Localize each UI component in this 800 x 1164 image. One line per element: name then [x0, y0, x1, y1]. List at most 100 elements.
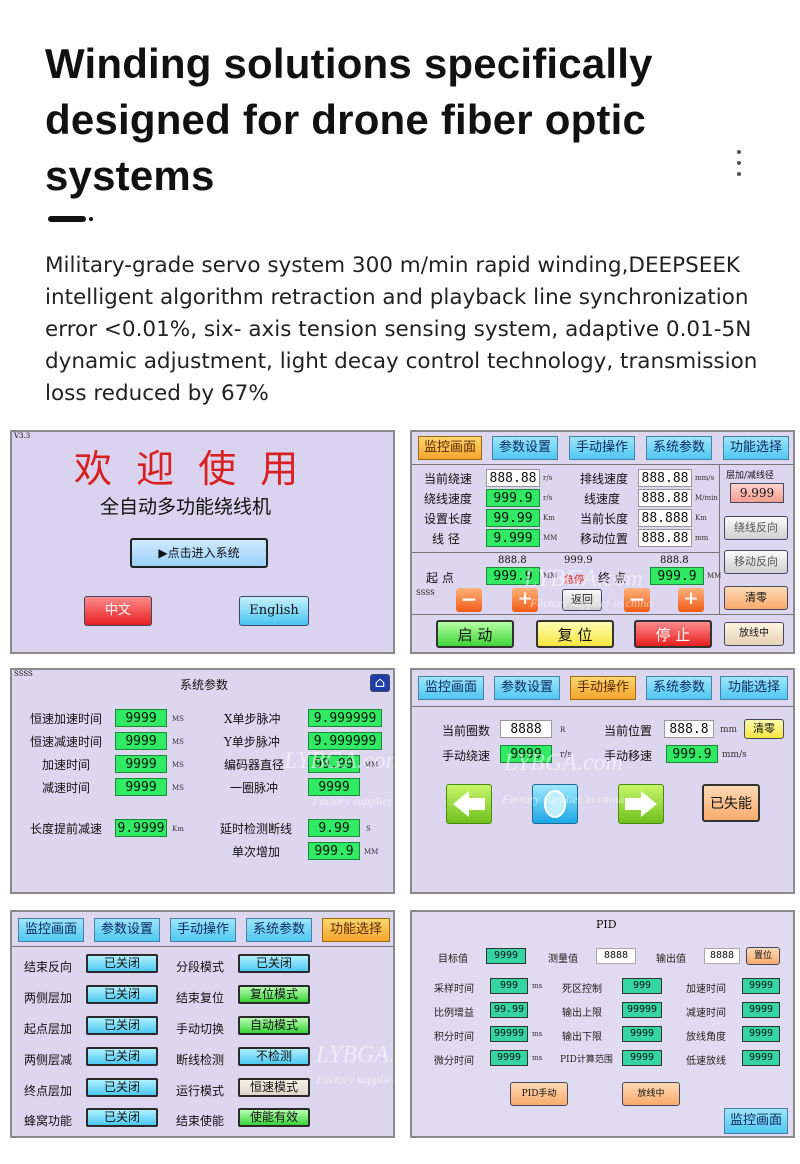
toggle-end-enable[interactable]: 使能有效: [238, 1108, 310, 1127]
input-manual-move-speed[interactable]: 999.9: [666, 745, 718, 763]
reverse-winding-button[interactable]: 绕线反向: [724, 516, 788, 540]
tab-manual[interactable]: 手动操作: [570, 676, 636, 700]
releasing-button[interactable]: 放线中: [622, 1082, 680, 1106]
toggle-both-layer-sub[interactable]: 已关闭: [86, 1047, 158, 1066]
watermark-tagline: Factory supplier in china: [312, 794, 393, 808]
input-release-angle[interactable]: 9999: [742, 1026, 780, 1042]
divider: [412, 614, 793, 615]
tab-function[interactable]: 功能选择: [322, 918, 390, 942]
tab-params[interactable]: 参数设置: [94, 918, 160, 942]
input-output-lower[interactable]: 9999: [622, 1026, 662, 1042]
tab-function[interactable]: 功能选择: [720, 676, 788, 700]
toggle-run-mode[interactable]: 恒速模式: [238, 1078, 310, 1097]
unit: MM: [543, 534, 558, 542]
start-minus-button[interactable]: −: [456, 588, 482, 612]
tab-monitor[interactable]: 监控画面: [418, 436, 482, 460]
input-y-step-pulse[interactable]: 9.999999: [308, 732, 382, 750]
input-low-speed-release[interactable]: 9999: [742, 1050, 780, 1066]
tab-system[interactable]: 系统参数: [246, 918, 312, 942]
stop-button[interactable]: 停 止: [634, 620, 712, 648]
input-integral-time[interactable]: 99999: [490, 1026, 528, 1042]
layer-diameter-value[interactable]: 9.999: [730, 483, 784, 503]
toggle-manual-switch[interactable]: 自动模式: [238, 1016, 310, 1035]
start-plus-button[interactable]: +: [512, 588, 538, 612]
toggle-end-layer-add[interactable]: 已关闭: [86, 1078, 158, 1097]
input-x-step-pulse[interactable]: 9.999999: [308, 709, 382, 727]
label-accel-time: 加速时间: [42, 758, 91, 772]
input-derivative-time[interactable]: 9999: [490, 1050, 528, 1066]
input-encoder-diameter[interactable]: 99.99: [308, 755, 360, 773]
disabled-status-button[interactable]: 已失能: [702, 784, 760, 822]
move-left-button[interactable]: [446, 784, 492, 824]
input-target-value[interactable]: 9999: [486, 948, 526, 964]
input-end-point[interactable]: 999.9: [650, 567, 704, 585]
input-wire-diameter[interactable]: 9.999: [486, 529, 540, 547]
clear-button[interactable]: 清零: [744, 719, 784, 739]
toggle-segment-mode[interactable]: 已关闭: [238, 954, 310, 973]
toggle-start-layer-add[interactable]: 已关闭: [86, 1016, 158, 1035]
emergency-stop-label: 急停: [564, 575, 584, 586]
pid-manual-button[interactable]: PID手动: [510, 1082, 568, 1106]
end-minus-button[interactable]: −: [624, 588, 650, 612]
toggle-honeycomb[interactable]: 已关闭: [86, 1108, 158, 1127]
tab-monitor[interactable]: 监控画面: [418, 676, 484, 700]
input-accel-time[interactable]: 9999: [115, 755, 167, 773]
input-winding-speed[interactable]: 999.9: [486, 489, 540, 507]
input-single-increment[interactable]: 999.9: [308, 842, 360, 860]
home-icon[interactable]: ⌂: [370, 674, 390, 692]
label-delay-break-detect: 延时检测断线: [220, 822, 293, 836]
input-decel-time[interactable]: 9999: [115, 778, 167, 796]
label-single-increment: 单次增加: [232, 845, 281, 859]
tab-system[interactable]: 系统参数: [646, 676, 712, 700]
monitor-screen: 监控画面 参数设置 手动操作 系统参数 功能选择 当前绕速 888.88 r/s…: [410, 430, 795, 654]
label-both-layer-add: 两侧层加: [24, 991, 73, 1005]
input-output-upper[interactable]: 99999: [622, 1002, 662, 1018]
toggle-end-reset[interactable]: 复位模式: [238, 985, 310, 1004]
start-button[interactable]: 启 动: [436, 620, 514, 648]
input-start-point[interactable]: 999.9: [486, 567, 540, 585]
input-pid-range[interactable]: 9999: [622, 1050, 662, 1066]
input-manual-wind-speed[interactable]: 9999: [500, 745, 552, 763]
reverse-move-button[interactable]: 移动反向: [724, 550, 788, 574]
tab-params[interactable]: 参数设置: [494, 676, 560, 700]
input-sample-time[interactable]: 999: [490, 978, 528, 994]
tab-manual[interactable]: 手动操作: [170, 918, 236, 942]
input-const-decel-time[interactable]: 9999: [115, 732, 167, 750]
unit: MS: [172, 761, 184, 769]
tab-manual[interactable]: 手动操作: [569, 436, 635, 460]
english-language-button[interactable]: English: [239, 596, 309, 626]
version-label: V3.3: [14, 432, 31, 440]
label-output-lower: 输出下限: [562, 1032, 602, 1043]
input-length-early-decel[interactable]: 9.9999: [115, 819, 167, 837]
end-plus-button[interactable]: +: [678, 588, 704, 612]
input-deadband[interactable]: 999: [622, 978, 662, 994]
label-proportional-gain: 比例增益: [434, 1008, 474, 1019]
toggle-end-reverse[interactable]: 已关闭: [86, 954, 158, 973]
tab-system[interactable]: 系统参数: [646, 436, 712, 460]
input-decel-time[interactable]: 9999: [742, 1002, 780, 1018]
more-options-icon[interactable]: [731, 150, 747, 184]
back-button[interactable]: 返回: [562, 589, 602, 611]
input-const-accel-time[interactable]: 9999: [115, 709, 167, 727]
input-accel-time[interactable]: 9999: [742, 978, 780, 994]
toggle-break-detect[interactable]: 不检测: [238, 1047, 310, 1066]
input-set-length[interactable]: 99.99: [486, 509, 540, 527]
releasing-button[interactable]: 放线中: [724, 622, 784, 646]
tab-monitor[interactable]: 监控画面: [18, 918, 84, 942]
label-measured-value: 测量值: [548, 954, 578, 965]
move-right-button[interactable]: [618, 784, 664, 824]
label-y-step-pulse: Y单步脉冲: [224, 735, 280, 749]
tab-params[interactable]: 参数设置: [492, 436, 558, 460]
toggle-both-layer-add[interactable]: 已关闭: [86, 985, 158, 1004]
set-button[interactable]: 置位: [746, 947, 780, 965]
clear-button[interactable]: 清零: [724, 586, 788, 610]
monitor-screen-button[interactable]: 监控画面: [724, 1108, 788, 1134]
reset-button[interactable]: 复 位: [536, 620, 614, 648]
center-button[interactable]: [532, 784, 578, 824]
input-pulses-per-turn[interactable]: 9999: [308, 778, 360, 796]
input-proportional-gain[interactable]: 99.99: [490, 1002, 528, 1018]
enter-system-button[interactable]: ▶点击进入系统: [130, 538, 268, 568]
input-delay-break-detect[interactable]: 9.99: [308, 819, 360, 837]
tab-function[interactable]: 功能选择: [723, 436, 789, 460]
chinese-language-button[interactable]: 中文: [84, 596, 152, 626]
